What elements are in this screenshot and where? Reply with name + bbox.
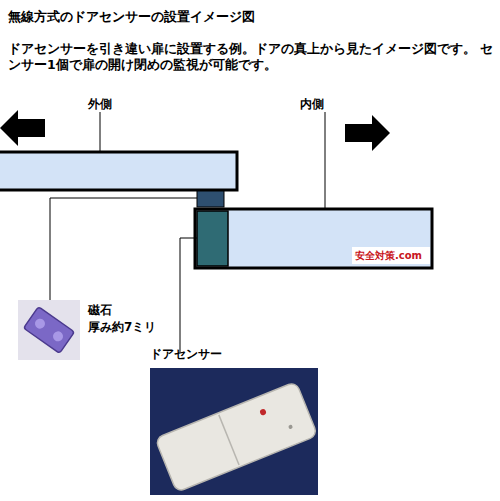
sensor-detail xyxy=(219,415,239,465)
magnet-detail xyxy=(33,317,47,331)
side-label: 外側 xyxy=(88,96,112,112)
part-label: 磁石 xyxy=(88,302,112,318)
sensor-body xyxy=(155,382,318,493)
leader-line xyxy=(50,198,197,300)
sensor-detail xyxy=(288,424,293,429)
part-label: ドアセンサー xyxy=(150,346,222,362)
description-text: ドアセンサーを引き違い扉に設置する例。ドアの真上から見たイメージ図です。 センサ… xyxy=(8,41,498,73)
leader-line xyxy=(100,112,101,152)
sensor-photo xyxy=(150,368,318,495)
watermark-bg xyxy=(352,247,430,264)
watermark: 安全対策.com xyxy=(355,248,422,264)
diagram-title: 無線方式のドアセンサーの設置イメージ図 xyxy=(8,9,255,25)
magnet-body xyxy=(24,307,75,354)
sensor-led xyxy=(259,408,267,416)
part-label: 厚み約7ミリ xyxy=(88,319,156,335)
sensor-photo xyxy=(155,382,318,493)
leader-line xyxy=(180,238,197,352)
magnet xyxy=(197,191,224,207)
side-label: 内側 xyxy=(300,96,324,112)
magnet-photo xyxy=(24,307,75,354)
door-sensor xyxy=(197,211,228,266)
inner-door xyxy=(195,209,432,268)
right-arrow xyxy=(345,115,390,151)
leader-line xyxy=(325,112,326,208)
left-arrow xyxy=(0,110,45,146)
outer-door xyxy=(0,152,237,190)
magnet-photo xyxy=(18,300,80,360)
magnet-detail xyxy=(51,329,65,343)
